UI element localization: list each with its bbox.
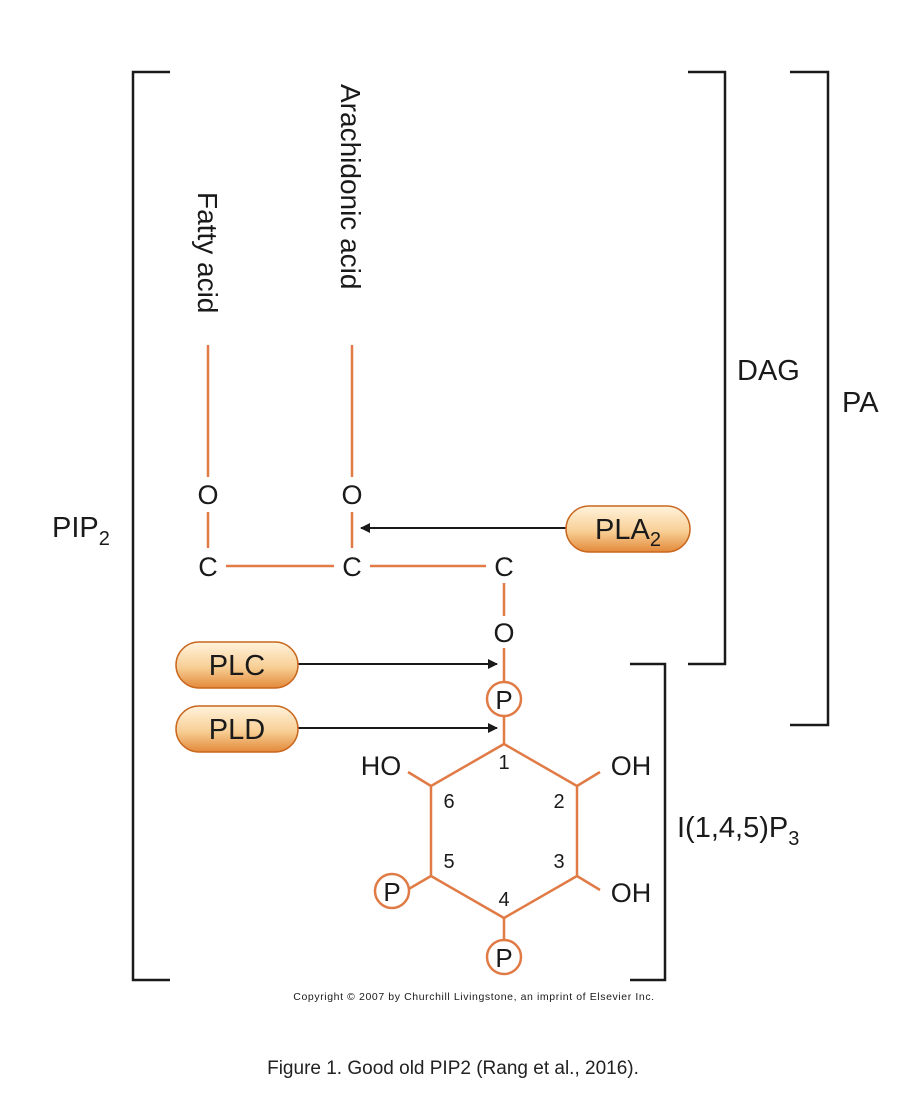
pa-label: PA bbox=[842, 387, 879, 419]
atom-p-4: P bbox=[495, 943, 512, 973]
atom-o-ester: O bbox=[493, 618, 514, 648]
atom-c2: C bbox=[342, 552, 362, 582]
phosphate-main-circle bbox=[485, 680, 523, 718]
c5-p-bond bbox=[406, 874, 432, 892]
ring-number-6: 6 bbox=[443, 791, 454, 813]
ip3-bracket bbox=[630, 662, 667, 982]
dag-bracket bbox=[688, 70, 727, 666]
c2-oh-bond bbox=[576, 770, 601, 788]
pld-label: PLD bbox=[209, 714, 265, 746]
fatty-acid-label: Fatty acid bbox=[192, 192, 223, 313]
atom-o-arachidonic: O bbox=[341, 480, 362, 510]
phosphate-5-circle bbox=[373, 872, 411, 910]
c6-ho-bond bbox=[407, 770, 432, 788]
plc-enzyme: PLC bbox=[175, 641, 299, 689]
ring-number-1: 1 bbox=[498, 752, 509, 774]
pla2-subscript: 2 bbox=[650, 529, 661, 551]
arachidonic-acid-label: Arachidonic acid bbox=[335, 84, 366, 289]
dag-label: DAG bbox=[737, 355, 800, 387]
phosphate-4-circle bbox=[485, 938, 523, 976]
plc-label: PLC bbox=[209, 650, 265, 682]
atom-p-main: P bbox=[495, 685, 512, 715]
figure-caption: Figure 1. Good old PIP2 (Rang et al., 20… bbox=[267, 1058, 639, 1079]
ip3-label: I(1,4,5)P3 bbox=[677, 812, 799, 850]
pla2-enzyme: PLA2 bbox=[565, 505, 691, 553]
atom-c3: C bbox=[494, 552, 514, 582]
pla2-label: PLA bbox=[595, 514, 650, 546]
atom-c1: C bbox=[198, 552, 218, 582]
pip2-label: PIP2 bbox=[52, 512, 110, 550]
pld-enzyme: PLD bbox=[175, 705, 299, 753]
copyright-notice: Copyright © 2007 by Churchill Livingston… bbox=[293, 991, 654, 1003]
ring-number-5: 5 bbox=[443, 851, 454, 873]
c3-oh-bond bbox=[576, 874, 601, 892]
pa-bracket bbox=[790, 70, 830, 727]
atom-ho-6: HO bbox=[361, 751, 402, 781]
ring-number-2: 2 bbox=[553, 791, 564, 813]
atom-o-fatty: O bbox=[197, 480, 218, 510]
pip2-bracket bbox=[131, 70, 170, 982]
ring-number-3: 3 bbox=[553, 851, 564, 873]
svg-text:PLA2: PLA2 bbox=[595, 514, 661, 551]
ring-number-4: 4 bbox=[498, 889, 509, 911]
atom-oh-2: OH bbox=[611, 751, 652, 781]
atom-oh-3: OH bbox=[611, 878, 652, 908]
atom-p-5: P bbox=[383, 877, 400, 907]
